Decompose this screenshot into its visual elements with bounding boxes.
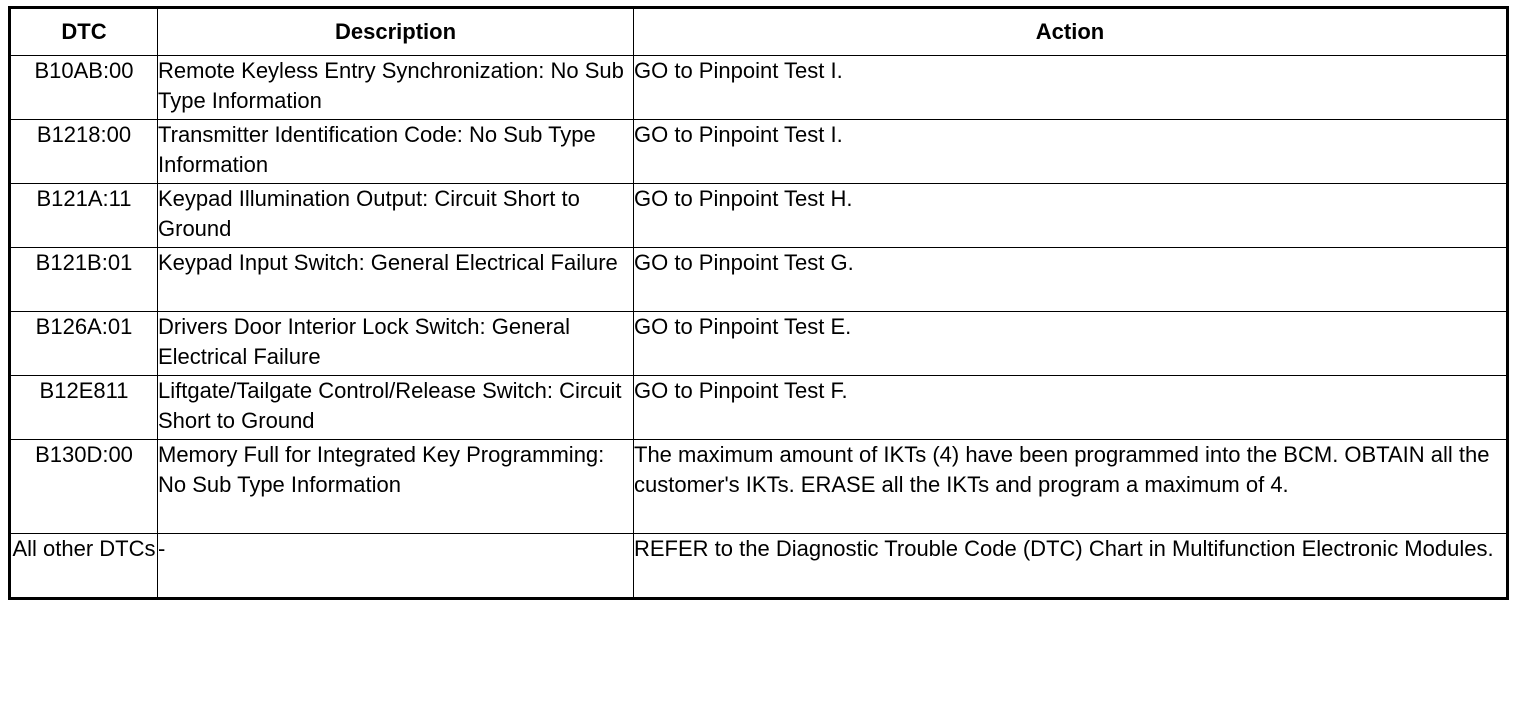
dtc-action: The maximum amount of IKTs (4) have been…	[633, 439, 1508, 534]
table-row: B126A:01 Drivers Door Interior Lock Swit…	[9, 311, 1508, 376]
dtc-action: REFER to the Diagnostic Trouble Code (DT…	[633, 533, 1508, 599]
table-row: B130D:00 Memory Full for Integrated Key …	[9, 439, 1508, 534]
table-row: B12E811 Liftgate/Tailgate Control/Releas…	[9, 375, 1508, 440]
dtc-description: Keypad Input Switch: General Electrical …	[157, 247, 634, 312]
header-dtc: DTC	[9, 7, 158, 56]
dtc-description: Keypad Illumination Output: Circuit Shor…	[157, 183, 634, 248]
dtc-description: Drivers Door Interior Lock Switch: Gener…	[157, 311, 634, 376]
table-header-row: DTC Description Action	[9, 7, 1508, 56]
table-row: B121B:01 Keypad Input Switch: General El…	[9, 247, 1508, 312]
header-action: Action	[633, 7, 1508, 56]
dtc-description: Remote Keyless Entry Synchronization: No…	[157, 55, 634, 120]
dtc-action: GO to Pinpoint Test E.	[633, 311, 1508, 376]
dtc-code: B10AB:00	[9, 55, 158, 120]
dtc-code: B12E811	[9, 375, 158, 440]
table-row: All other DTCs - REFER to the Diagnostic…	[9, 533, 1508, 599]
dtc-action: GO to Pinpoint Test H.	[633, 183, 1508, 248]
dtc-code: B121A:11	[9, 183, 158, 248]
dtc-action: GO to Pinpoint Test I.	[633, 119, 1508, 184]
dtc-description: Transmitter Identification Code: No Sub …	[157, 119, 634, 184]
dtc-description: Liftgate/Tailgate Control/Release Switch…	[157, 375, 634, 440]
dtc-action: GO to Pinpoint Test I.	[633, 55, 1508, 120]
dtc-table: DTC Description Action B10AB:00 Remote K…	[8, 6, 1509, 600]
dtc-code: B126A:01	[9, 311, 158, 376]
dtc-action: GO to Pinpoint Test G.	[633, 247, 1508, 312]
table-row: B1218:00 Transmitter Identification Code…	[9, 119, 1508, 184]
dtc-code: All other DTCs	[9, 533, 158, 599]
table-row: B121A:11 Keypad Illumination Output: Cir…	[9, 183, 1508, 248]
dtc-code: B1218:00	[9, 119, 158, 184]
dtc-description: Memory Full for Integrated Key Programmi…	[157, 439, 634, 534]
table-row: B10AB:00 Remote Keyless Entry Synchroniz…	[9, 55, 1508, 120]
dtc-code: B130D:00	[9, 439, 158, 534]
dtc-action: GO to Pinpoint Test F.	[633, 375, 1508, 440]
dtc-code: B121B:01	[9, 247, 158, 312]
header-description: Description	[157, 7, 634, 56]
dtc-description: -	[157, 533, 634, 599]
